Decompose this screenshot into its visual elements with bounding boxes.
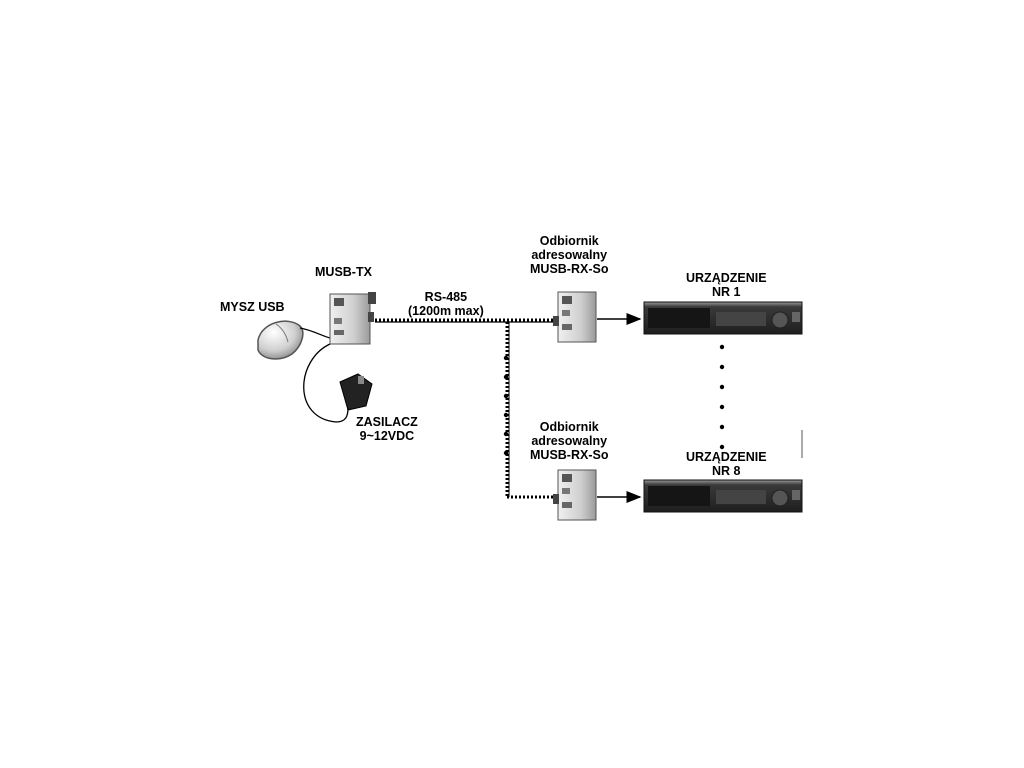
device-8-label: URZĄDZENIE NR 8 [686, 450, 767, 478]
bus-continuation-dots [503, 355, 509, 456]
transmitter-label: MUSB-TX [315, 265, 372, 279]
device-8-label-line2: NR 8 [712, 464, 741, 478]
receiver-1-label-line2: adresowalny [531, 248, 608, 262]
rs485-bus-vertical [505, 322, 556, 499]
transmitter-box-icon [329, 292, 376, 345]
receiver-1-label-line3: MUSB-RX-So [530, 262, 609, 276]
device-1-label-line1: URZĄDZENIE [686, 271, 767, 285]
device-continuation-dots [719, 344, 725, 450]
receiver-8-label-line1: Odbiornik [539, 420, 599, 434]
receiver-8-label-line3: MUSB-RX-So [530, 448, 609, 462]
receiver-8-label-line2: adresowalny [531, 434, 608, 448]
dvr-recorder-icon [643, 479, 803, 513]
bus-label-line1: RS-485 [424, 290, 468, 304]
receiver-1-label-line1: Odbiornik [539, 234, 599, 248]
rs485-bus-horizontal [375, 318, 556, 323]
power-label-line2: 9~12VDC [359, 429, 415, 443]
usb-mouse-icon [257, 320, 331, 360]
device-8-label-line1: URZĄDZENIE [686, 450, 767, 464]
receiver-box-icon [553, 291, 597, 343]
bus-label: RS-485 (1200m max) [408, 290, 484, 318]
bus-label-line2: (1200m max) [408, 304, 484, 318]
device-1-label: URZĄDZENIE NR 1 [686, 271, 767, 299]
power-label-line1: ZASILACZ [356, 415, 418, 429]
power-adapter-icon [303, 343, 373, 423]
receiver-1-label: Odbiornik adresowalny MUSB-RX-So [530, 234, 608, 276]
receiver-8-label: Odbiornik adresowalny MUSB-RX-So [530, 420, 608, 462]
mouse-label: MYSZ USB [220, 300, 285, 314]
dvr-recorder-icon [643, 301, 803, 335]
power-label: ZASILACZ 9~12VDC [356, 415, 418, 443]
receiver-box-icon [553, 469, 597, 521]
device-1-label-line2: NR 1 [712, 285, 741, 299]
